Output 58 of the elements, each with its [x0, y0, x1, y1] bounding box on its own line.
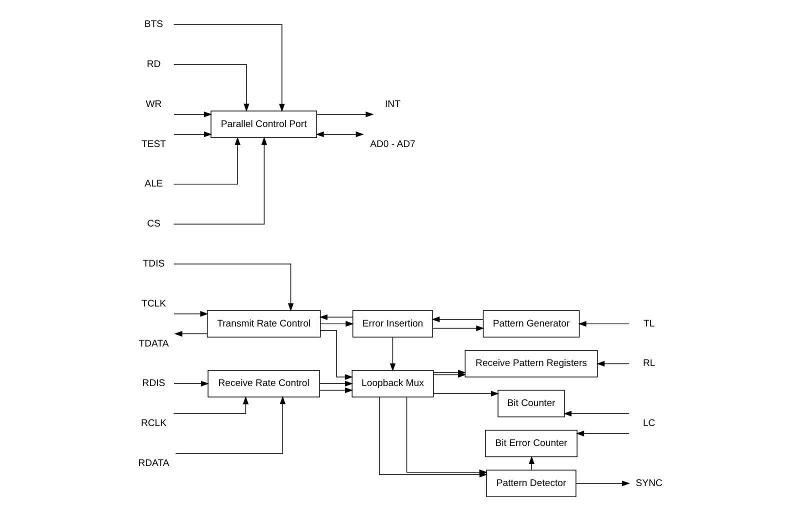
node-box: Parallel Control Port [210, 110, 318, 138]
arrow [316, 112, 374, 118]
node-text: TL [643, 318, 655, 330]
arrow [433, 390, 500, 396]
node-text: TDIS [142, 258, 165, 270]
arrow [390, 337, 396, 372]
node-box: Bit Error Counter [485, 430, 578, 458]
node-box: Receive Pattern Registers [464, 350, 598, 378]
arrow [174, 131, 212, 138]
node-box: Receive Rate Control [208, 370, 320, 398]
arrow [319, 314, 354, 320]
arrow [174, 380, 210, 386]
node-box: Pattern Detector [486, 470, 576, 498]
arrow [320, 320, 354, 327]
arrow [173, 136, 240, 185]
arrow [319, 380, 354, 386]
node-box: Error Insertion [352, 310, 433, 338]
node-text: BTS [144, 19, 164, 30]
arrow [173, 136, 268, 224]
arrow [576, 430, 630, 436]
node-text: LC [642, 418, 656, 430]
arrow [316, 131, 364, 138]
arrow [174, 330, 208, 337]
node-box: Bit Counter [498, 390, 565, 418]
node-text: WR [146, 98, 162, 110]
arrow [578, 320, 630, 327]
arrow [174, 64, 250, 112]
arrow [576, 480, 630, 486]
node-text: RDATA [138, 458, 170, 469]
arrow [175, 396, 286, 454]
node-text: SYNC [636, 478, 662, 489]
arrow [432, 325, 484, 332]
arrow [173, 396, 249, 414]
node-text: TCLK [141, 298, 166, 310]
arrow [432, 316, 484, 322]
node-box: Pattern Generator [482, 310, 580, 338]
node-text: RD [146, 59, 161, 70]
arrow [406, 396, 488, 476]
node-box: Loopback Mux [352, 370, 434, 398]
arrow [563, 410, 630, 416]
node-box: Transmit Rate Control [206, 310, 321, 338]
arrow [433, 370, 466, 376]
node-text: RDIS [142, 378, 166, 390]
node-text: CS [147, 218, 160, 230]
node-text: ALE [144, 178, 163, 190]
node-text: RL [642, 358, 656, 370]
arrow [173, 24, 285, 112]
arrow [596, 360, 630, 367]
node-text: TDATA [138, 338, 169, 350]
arrow [174, 311, 208, 317]
node-text: INT [385, 98, 400, 110]
node-text: RCLK [140, 418, 167, 430]
arrow [174, 112, 212, 118]
arrow [320, 330, 354, 380]
arrow [319, 387, 354, 394]
node-text: TEST [141, 138, 166, 150]
arrow [174, 264, 294, 312]
node-text: AD0 - AD7 [370, 138, 416, 150]
